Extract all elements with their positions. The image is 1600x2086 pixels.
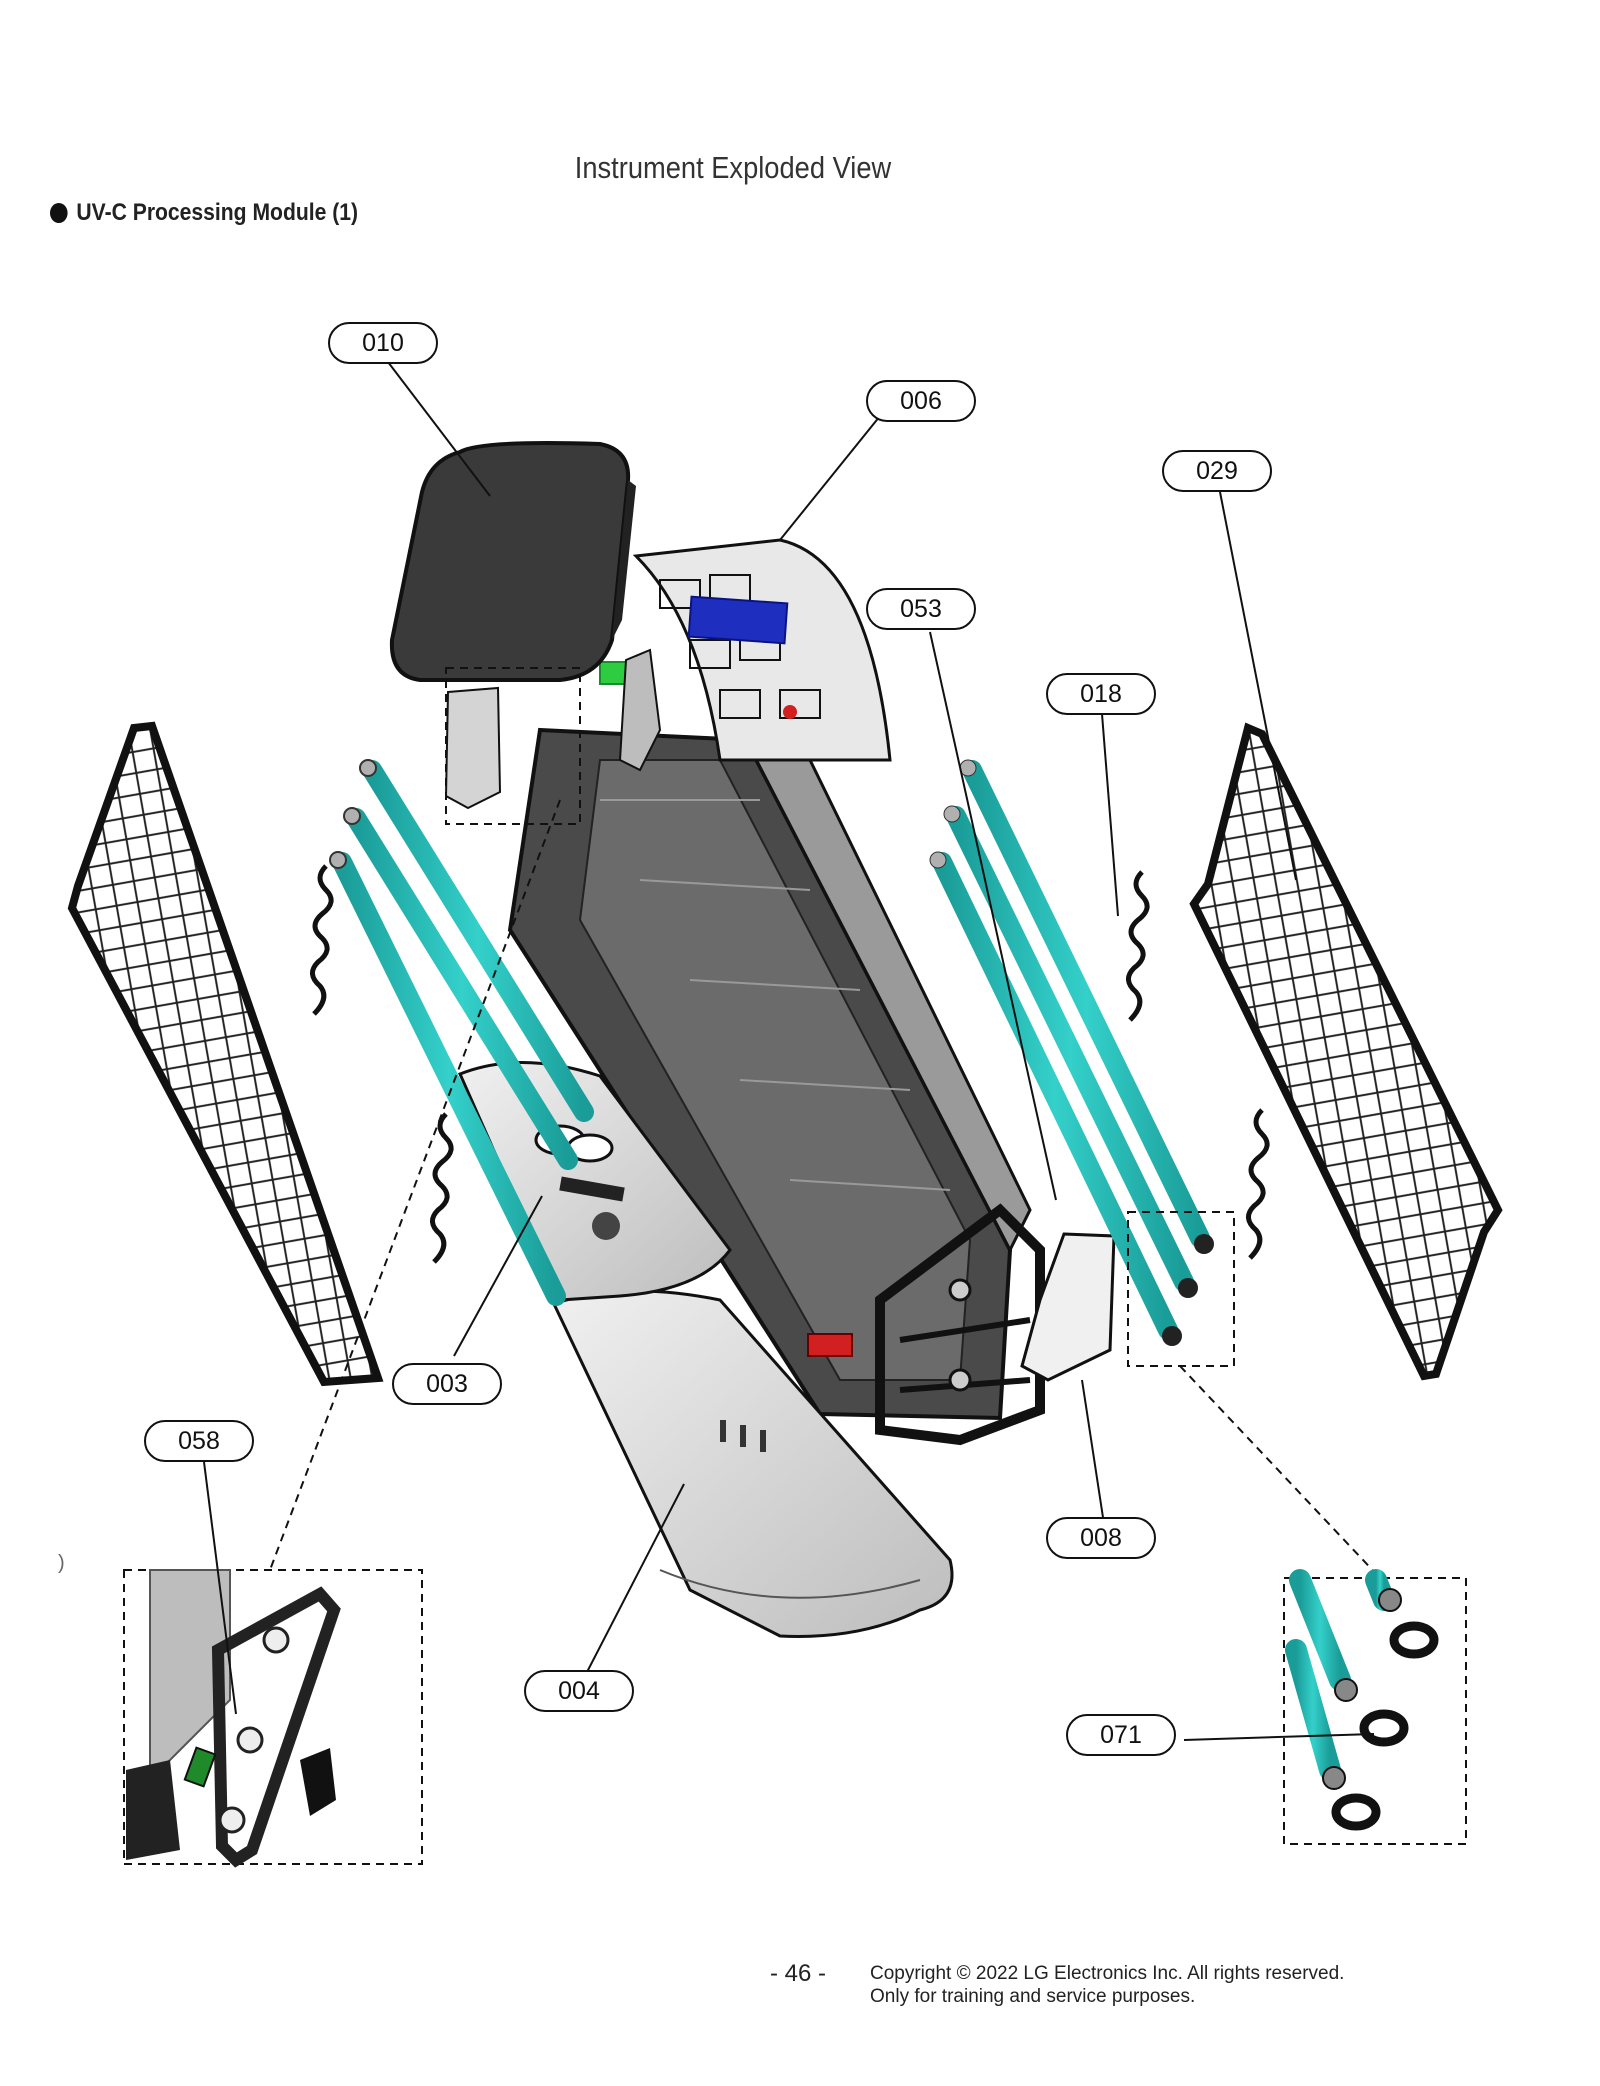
callout-071: 071: [1066, 1714, 1176, 1756]
top-cover: [389, 441, 636, 682]
callout-053: 053: [866, 588, 976, 630]
left-filter-frame: [67, 721, 384, 1387]
detail-inset-071: [1285, 1569, 1439, 1831]
right-springs: [1126, 870, 1270, 1260]
right-filter-frame: [1189, 722, 1503, 1381]
callout-058: 058: [144, 1420, 254, 1462]
end-bracket: [875, 1203, 1045, 1446]
leader-lines: [203, 361, 1375, 1741]
page-title: Instrument Exploded View: [574, 150, 892, 185]
detail-inset-058: [126, 1569, 341, 1868]
callout-018: 018: [1046, 673, 1156, 715]
copyright-line-2: Only for training and service purposes.: [870, 1986, 1196, 2007]
callout-003: 003: [392, 1363, 502, 1405]
stray-mark: ): [58, 1552, 65, 1574]
section-heading: UV-C Processing Module (1): [50, 199, 358, 227]
left-uv-lamps: [329, 759, 594, 1306]
right-uv-lamps: [929, 759, 1214, 1346]
page-number: - 46 -: [770, 1960, 827, 1987]
callout-008: 008: [1046, 1517, 1156, 1559]
copyright-notice: Copyright © 2022 LG Electronics Inc. All…: [870, 1962, 1344, 2008]
copyright-line-1: Copyright © 2022 LG Electronics Inc. All…: [870, 1963, 1345, 1984]
left-springs: [310, 864, 454, 1264]
top-bracket: [599, 538, 892, 772]
callout-029: 029: [1162, 450, 1272, 492]
callout-006: 006: [866, 380, 976, 422]
bullet-icon: [50, 203, 68, 223]
callout-004: 004: [524, 1670, 634, 1712]
red-part: [807, 1333, 853, 1357]
callout-010: 010: [328, 322, 438, 364]
section-heading-text: UV-C Processing Module (1): [76, 199, 359, 226]
dashed-boxes: [123, 667, 1467, 1865]
small-plate: [444, 686, 502, 810]
